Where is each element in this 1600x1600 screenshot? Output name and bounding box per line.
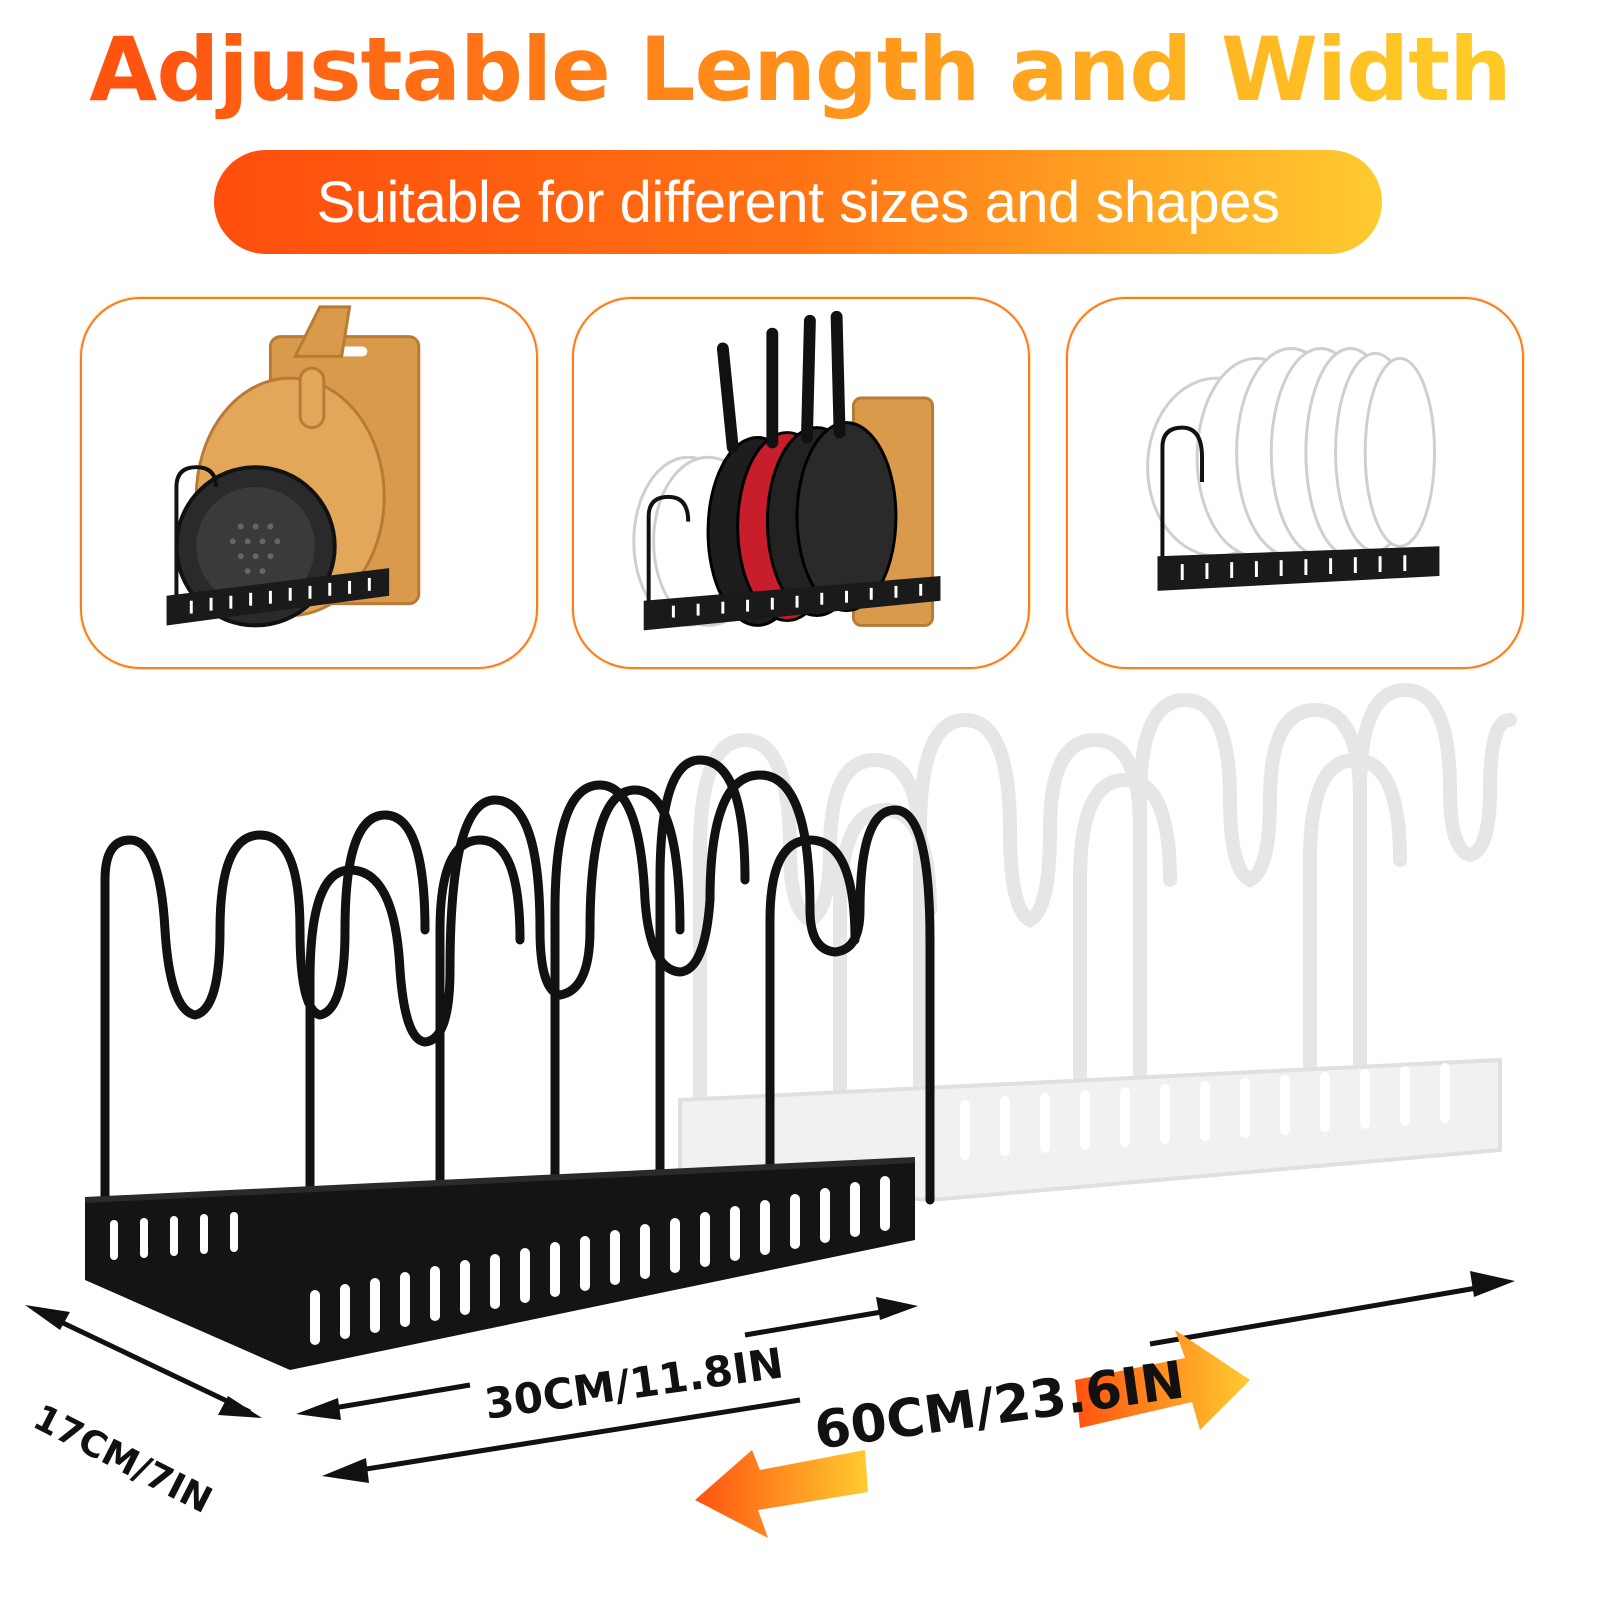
subtitle-banner: Suitable for different sizes and shapes: [214, 150, 1382, 254]
frying-pan-rack-illustration: [632, 310, 941, 631]
dimension-arrows: [25, 1271, 1515, 1483]
collapse-left-arrow-icon: [695, 1450, 868, 1538]
expandable-rack-illustration: [25, 682, 1517, 1538]
plate-rack-illustration: [1146, 346, 1440, 591]
headline: Adjustable Length and Width: [0, 18, 1600, 121]
compact-rack: [100, 755, 935, 1275]
usage-card-frying-pans: [572, 297, 1030, 669]
subtitle-text: Suitable for different sizes and shapes: [316, 169, 1280, 235]
expand-right-arrow-icon: [1075, 1330, 1250, 1430]
usage-card-plates: [1066, 297, 1524, 669]
usage-card-cutting-boards: [80, 297, 538, 669]
cutting-board-rack-illustration: [166, 305, 421, 628]
